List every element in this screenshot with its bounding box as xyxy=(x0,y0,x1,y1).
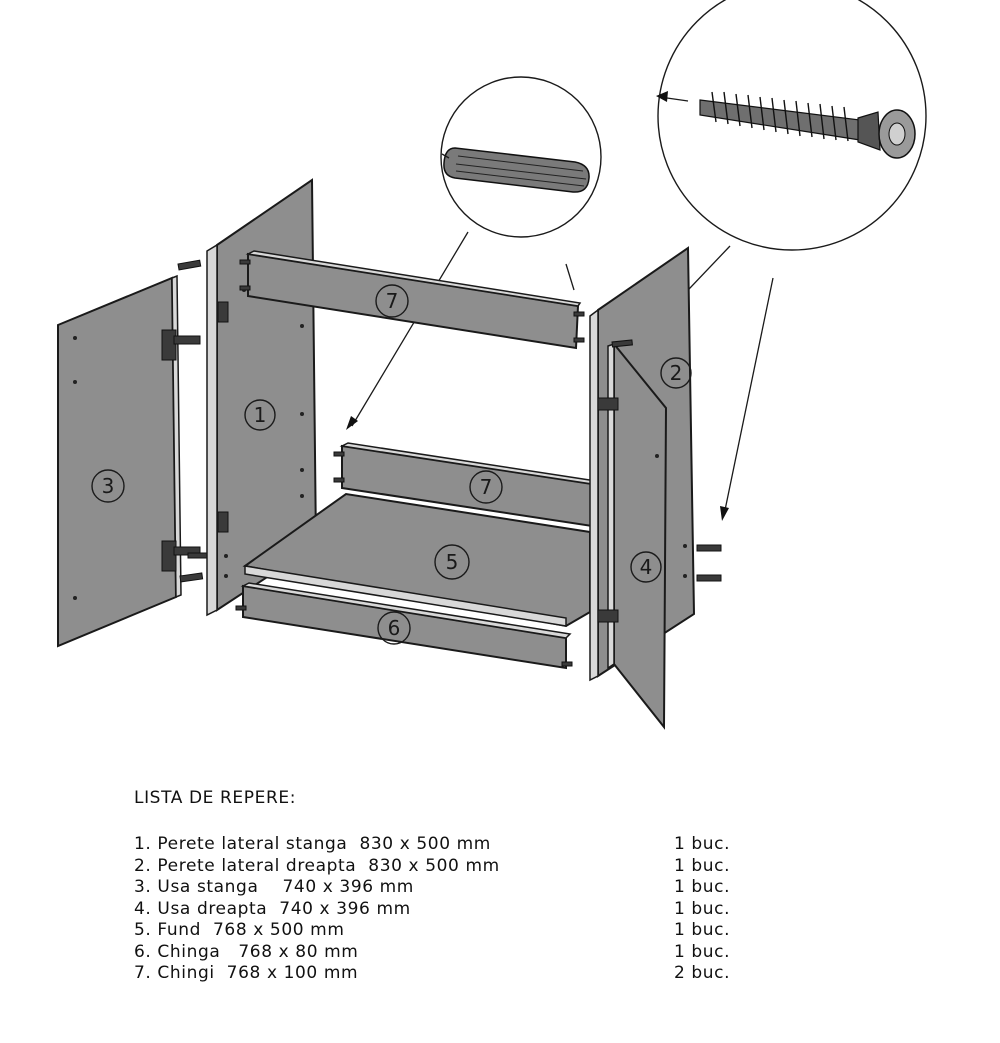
parts-list: LISTA DE REPERE: 1. Perete lateral stang… xyxy=(134,788,774,985)
part-description: 2. Perete lateral dreapta 830 x 500 mm xyxy=(134,855,500,876)
bottom-panel: 5 xyxy=(242,492,591,628)
part-quantity: 1 buc. xyxy=(674,941,731,962)
part-label-3: 3 xyxy=(102,474,115,498)
left-door-panel: 3 xyxy=(57,274,201,648)
left-screws xyxy=(177,259,209,583)
part-label-4: 4 xyxy=(640,555,653,579)
part-description: 3. Usa stanga 740 x 396 mm xyxy=(134,877,414,897)
part-label-2: 2 xyxy=(670,361,683,385)
part-label-5: 5 xyxy=(446,550,459,574)
part-quantity: 1 buc. xyxy=(674,855,731,876)
front-rail-panel: 6 xyxy=(235,582,573,670)
parts-list-row: 5. Fund 768 x 500 mm 1 buc. xyxy=(134,920,774,942)
parts-list-row: 4. Usa dreapta 740 x 396 mm 1 buc. xyxy=(134,899,774,921)
parts-list-row: 3. Usa stanga 740 x 396 mm 1 buc. xyxy=(134,877,774,899)
top-rail-panel: 7 xyxy=(239,250,585,350)
back-rail-panel: 7 xyxy=(333,442,598,528)
part-label-7-back: 7 xyxy=(480,475,493,499)
parts-list-row: 6. Chinga 768 x 80 mm 1 buc. xyxy=(134,942,774,964)
right-screws xyxy=(611,339,722,582)
part-quantity: 1 buc. xyxy=(674,898,731,919)
part-description: 1. Perete lateral stanga 830 x 500 mm xyxy=(134,834,491,854)
part-label-6: 6 xyxy=(388,616,401,640)
cabinet-assembly-diagram: 3 1 7 7 5 xyxy=(57,0,927,730)
part-label-1: 1 xyxy=(254,403,267,427)
right-door-panel: 4 xyxy=(597,341,668,730)
parts-list-row: 2. Perete lateral dreapta 830 x 500 mm 1… xyxy=(134,856,774,878)
part-description: 5. Fund 768 x 500 mm xyxy=(134,920,345,940)
part-description: 7. Chingi 768 x 100 mm xyxy=(134,963,359,983)
part-quantity: 1 buc. xyxy=(674,920,731,940)
part-quantity: 2 buc. xyxy=(674,963,731,983)
screw-detail-callout xyxy=(649,0,927,521)
parts-list-title: LISTA DE REPERE: xyxy=(134,788,297,808)
part-quantity: 1 buc. xyxy=(674,877,731,897)
part-label-7-top: 7 xyxy=(386,289,399,313)
parts-list-row: 1. Perete lateral stanga 830 x 500 mm 1 … xyxy=(134,834,774,856)
part-description: 4. Usa dreapta 740 x 396 mm xyxy=(134,898,411,919)
dowel-detail-callout xyxy=(346,76,602,430)
parts-list-row: 7. Chingi 768 x 100 mm 2 buc. xyxy=(134,963,774,985)
part-quantity: 1 buc. xyxy=(674,834,731,854)
part-description: 6. Chinga 768 x 80 mm xyxy=(134,941,359,962)
